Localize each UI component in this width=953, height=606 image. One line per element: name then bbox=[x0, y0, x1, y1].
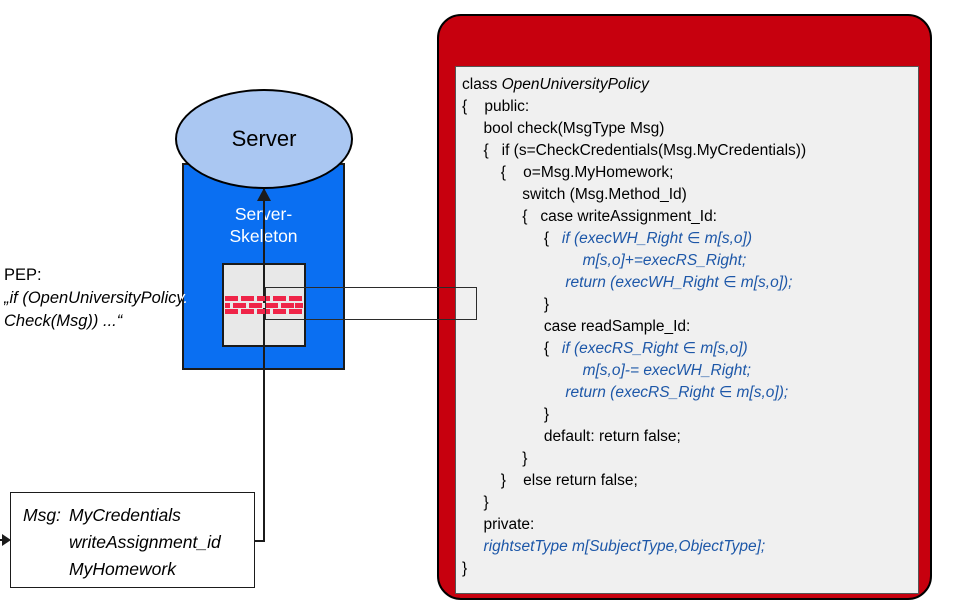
code-segment bbox=[462, 384, 565, 401]
code-line: m[s,o]-= execWH_Right; bbox=[462, 360, 918, 382]
code-segment: { o=Msg.MyHomework; bbox=[462, 164, 674, 181]
code-line: } bbox=[462, 448, 918, 470]
pdp-panel: PDP: CORBA Policy Object (Outline) class… bbox=[437, 14, 932, 600]
code-segment: } bbox=[462, 494, 489, 511]
pdp-code-box: class OpenUniversityPolicy { public: bool… bbox=[455, 66, 919, 594]
code-segment: class bbox=[462, 76, 502, 93]
code-line: } bbox=[462, 294, 918, 316]
code-line: { if (execWH_Right ∈ m[s,o]) bbox=[462, 228, 918, 250]
code-segment bbox=[462, 274, 565, 291]
server-ellipse: Server bbox=[175, 89, 353, 189]
code-segment: return (execRS_Right ∈ m[s,o]); bbox=[565, 384, 789, 401]
code-segment: { public: bbox=[462, 98, 530, 115]
msg-link-line bbox=[255, 540, 265, 542]
code-line: rightsetType m[SubjectType,ObjectType]; bbox=[462, 536, 918, 558]
code-segment: m[s,o]-= execWH_Right; bbox=[582, 362, 751, 379]
code-segment: if (execRS_Right ∈ m[s,o]) bbox=[561, 340, 748, 357]
code-segment: } bbox=[462, 560, 468, 577]
code-line: case readSample_Id: bbox=[462, 316, 918, 338]
code-segment: } bbox=[462, 450, 528, 467]
code-segment: rightsetType m[SubjectType,ObjectType]; bbox=[483, 538, 766, 555]
code-segment: { bbox=[462, 230, 562, 247]
code-segment: if (execWH_Right ∈ m[s,o]) bbox=[561, 230, 752, 247]
code-line: private: bbox=[462, 514, 918, 536]
code-segment: m[s,o]+=execRS_Right; bbox=[582, 252, 747, 269]
msg-label: Msg: bbox=[23, 505, 61, 525]
message-flow-line bbox=[263, 189, 265, 542]
message-flow-arrowhead-icon bbox=[257, 188, 271, 201]
brick-row bbox=[225, 302, 303, 308]
code-segment: } else return false; bbox=[462, 472, 638, 489]
code-segment bbox=[462, 252, 583, 269]
pep-pdp-connector-rect bbox=[265, 287, 477, 320]
code-line: } else return false; bbox=[462, 470, 918, 492]
code-segment: } bbox=[462, 406, 549, 423]
code-line: class OpenUniversityPolicy bbox=[462, 74, 918, 96]
code-line: } bbox=[462, 492, 918, 514]
brick-row bbox=[225, 296, 303, 301]
pep-annotation: PEP: „if (OpenUniversityPolicy. Check(Ms… bbox=[4, 264, 188, 333]
code-segment: { bbox=[462, 340, 562, 357]
msg-box: Msg: MyCredentials writeAssignment_id My… bbox=[10, 492, 255, 588]
server-label: Server bbox=[231, 126, 297, 151]
pep-code-line2: Check(Msg)) ...“ bbox=[4, 312, 123, 330]
code-line: { case writeAssignment_Id: bbox=[462, 206, 918, 228]
brick-row bbox=[225, 309, 303, 314]
code-line: default: return false; bbox=[462, 426, 918, 448]
code-segment bbox=[462, 362, 583, 379]
code-segment: { if (s=CheckCredentials(Msg.MyCredentia… bbox=[462, 142, 807, 159]
code-line: { o=Msg.MyHomework; bbox=[462, 162, 918, 184]
code-segment: private: bbox=[462, 516, 535, 533]
code-segment: case readSample_Id: bbox=[462, 318, 691, 335]
code-line: { if (s=CheckCredentials(Msg.MyCredentia… bbox=[462, 140, 918, 162]
firewall-bricks-icon bbox=[225, 296, 303, 316]
code-segment: return (execWH_Right ∈ m[s,o]); bbox=[565, 274, 793, 291]
pep-label: PEP: bbox=[4, 266, 42, 284]
code-line: { if (execRS_Right ∈ m[s,o]) bbox=[462, 338, 918, 360]
code-line: } bbox=[462, 404, 918, 426]
code-segment: default: return false; bbox=[462, 428, 681, 445]
code-line: return (execRS_Right ∈ m[s,o]); bbox=[462, 382, 918, 404]
msg-lines: MyCredentials writeAssignment_id MyHomew… bbox=[69, 502, 221, 587]
msg-line: MyCredentials bbox=[69, 505, 181, 525]
msg-line: writeAssignment_id bbox=[69, 532, 221, 552]
code-segment: OpenUniversityPolicy bbox=[501, 76, 649, 93]
code-line: m[s,o]+=execRS_Right; bbox=[462, 250, 918, 272]
msg-incoming-arrowhead-icon bbox=[2, 534, 11, 546]
code-line: return (execWH_Right ∈ m[s,o]); bbox=[462, 272, 918, 294]
code-line: } bbox=[462, 558, 918, 580]
msg-line: MyHomework bbox=[69, 559, 176, 579]
code-segment: { case writeAssignment_Id: bbox=[462, 208, 717, 225]
code-line: bool check(MsgType Msg) bbox=[462, 118, 918, 140]
pep-code-line1: „if (OpenUniversityPolicy. bbox=[4, 287, 188, 310]
code-line: switch (Msg.Method_Id) bbox=[462, 184, 918, 206]
code-segment: switch (Msg.Method_Id) bbox=[462, 186, 687, 203]
code-line: { public: bbox=[462, 96, 918, 118]
code-segment: bool check(MsgType Msg) bbox=[462, 120, 665, 137]
code-segment: } bbox=[462, 296, 549, 313]
code-segment bbox=[462, 538, 484, 555]
